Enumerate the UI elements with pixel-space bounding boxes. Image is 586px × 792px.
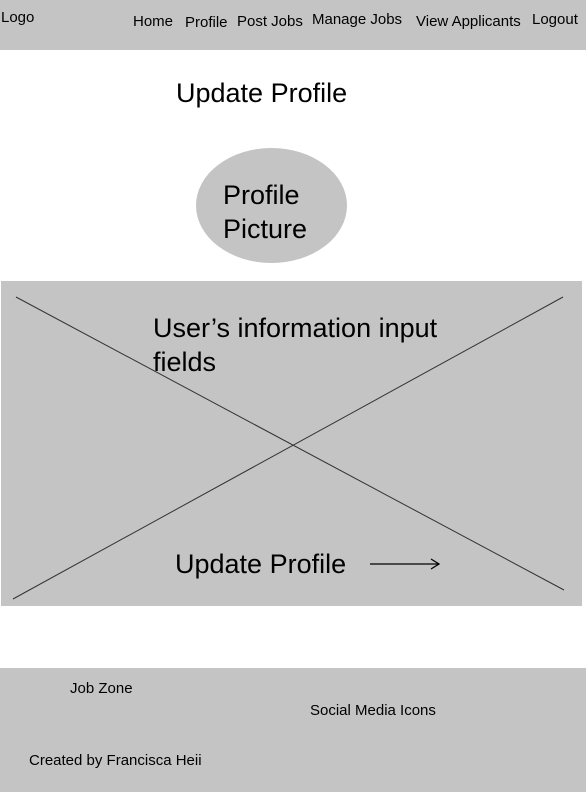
nav-item-post-jobs[interactable]: Post Jobs — [237, 13, 303, 30]
nav-item-view-applicants[interactable]: View Applicants — [416, 13, 521, 30]
nav-item-profile[interactable]: Profile — [185, 14, 228, 31]
nav-item-manage-jobs[interactable]: Manage Jobs — [312, 11, 403, 28]
update-profile-button[interactable]: Update Profile — [175, 549, 347, 579]
arrow-right-icon[interactable] — [369, 558, 443, 570]
page-title: Update Profile — [176, 78, 348, 108]
nav-item-home[interactable]: Home — [133, 13, 174, 30]
social-media-icons[interactable]: Social Media Icons — [310, 702, 436, 719]
cross-line-up — [12, 296, 564, 600]
user-info-fields-label: User’s information input fields — [153, 313, 438, 377]
cross-line-down — [15, 296, 565, 591]
top-navbar: Logo Home Profile Post Jobs Manage Jobs … — [0, 0, 586, 50]
footer-credit: Created by Francisca Heii — [29, 752, 202, 769]
profile-picture-label: Profile Picture — [223, 180, 308, 244]
footer-brand: Job Zone — [70, 680, 133, 697]
user-info-form-placeholder: User’s information input fields Update P… — [1, 281, 582, 606]
footer: Job Zone Social Media Icons Created by F… — [0, 668, 586, 792]
placeholder-cross-icon — [12, 296, 565, 600]
profile-picture[interactable]: Profile Picture — [196, 148, 347, 263]
nav-item-logout[interactable]: Logout — [532, 11, 578, 28]
logo[interactable]: Logo — [1, 9, 35, 26]
